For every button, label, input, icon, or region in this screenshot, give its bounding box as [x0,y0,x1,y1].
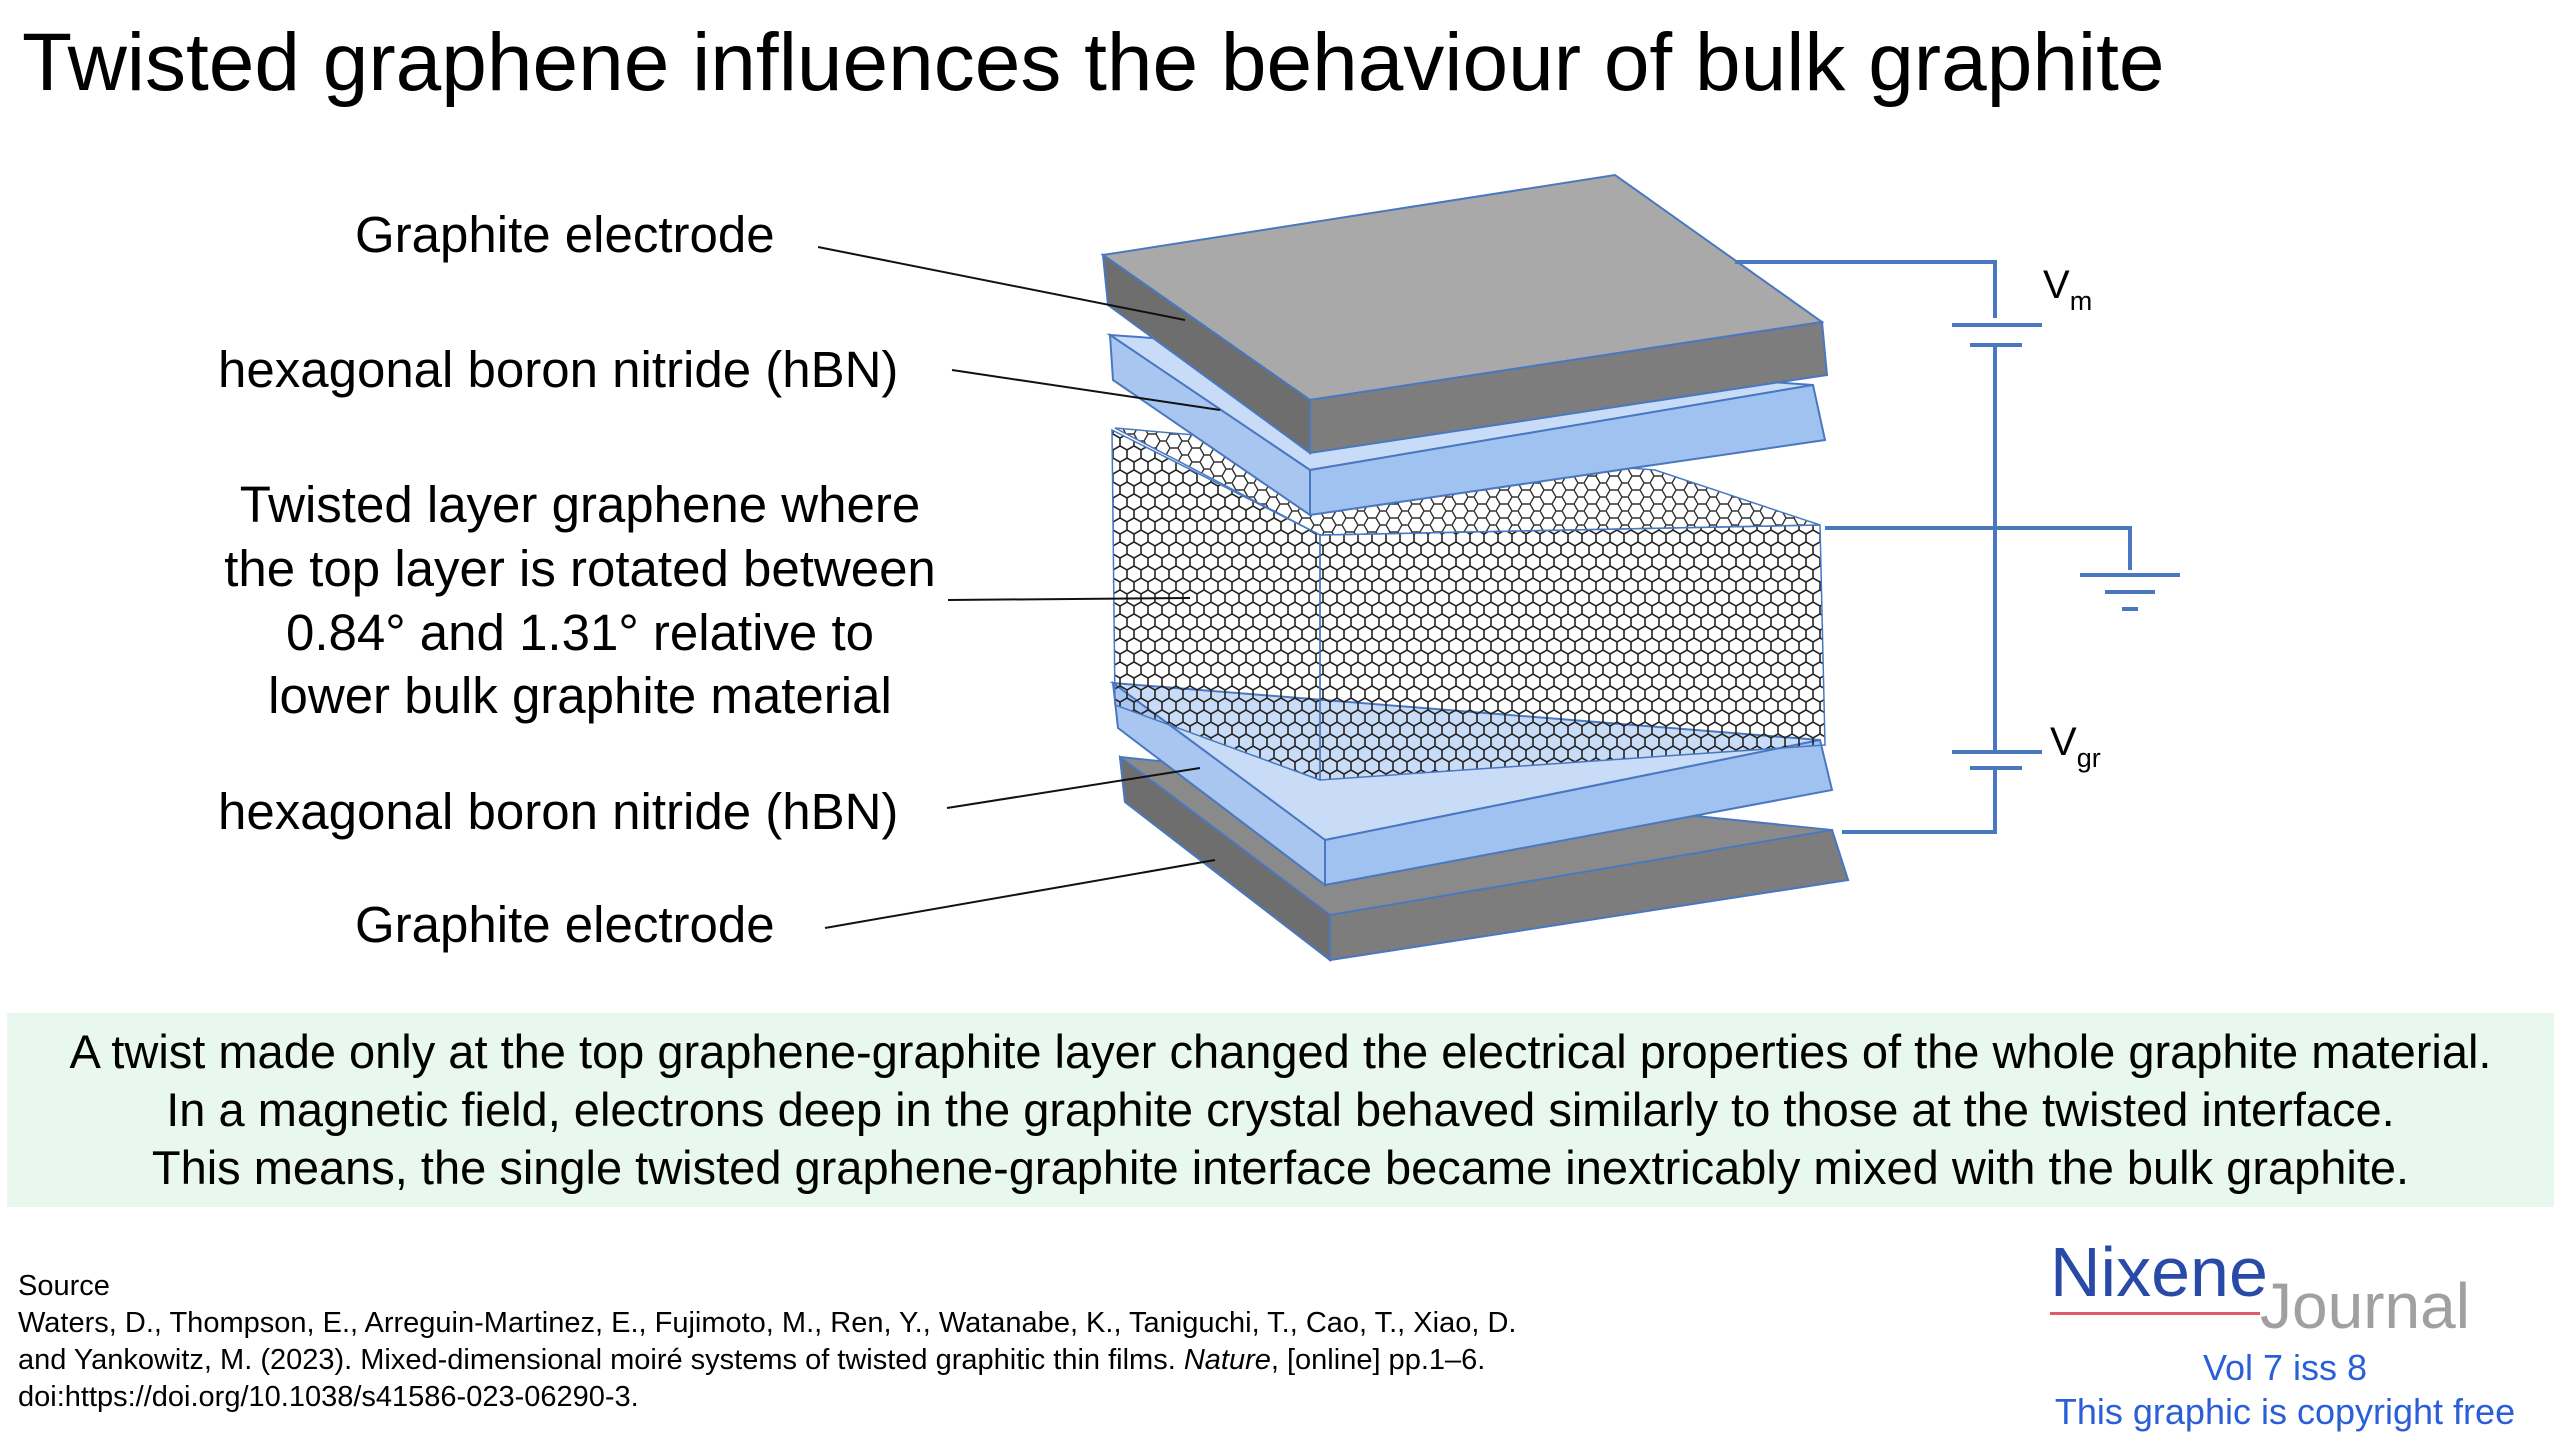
brand-name: Nixene [2050,1233,2268,1311]
source-line: and Yankowitz, M. (2023). Mixed-dimensio… [18,1342,1516,1379]
top-graphite-electrode [1100,173,1829,455]
layer-stack-diagram: Vm Vgr [817,173,2180,963]
vgr-main: V [2050,720,2077,764]
source-line: Waters, D., Thompson, E., Arreguin-Marti… [18,1307,1517,1339]
nixene-journal-logo: Nixene Journal Vol 7 iss 8 This graphic … [2040,1232,2540,1432]
label-bottom-graphite-electrode: Graphite electrode [355,896,775,953]
label-top-graphite-electrode: Graphite electrode [355,206,775,263]
vm-label: Vm [2043,263,2092,316]
vm-sub: m [2070,286,2093,316]
label-twisted-line: the top layer is rotated between [224,539,936,597]
source-doi: doi:https://doi.org/10.1038/s41586-023-0… [18,1381,639,1413]
label-top-hbn: hexagonal boron nitride (hBN) [218,341,899,398]
leader-lines [817,246,1221,929]
source-line-part: , [online] pp.1–6. [1270,1344,1486,1376]
brand-volume: Vol 7 iss 8 [2202,1347,2368,1388]
summary-box: A twist made only at the top graphene-gr… [7,1013,2554,1207]
brand-underline [2050,1312,2260,1315]
summary-line: This means, the single twisted graphene-… [151,1141,2410,1194]
brand-suffix: Journal [2260,1270,2470,1342]
label-twisted-line: 0.84° and 1.31° relative to [285,603,875,661]
summary-line: A twist made only at the top graphene-gr… [69,1025,2492,1078]
summary-line: In a magnetic field, electrons deep in t… [166,1083,2395,1136]
label-twisted-graphene: Twisted layer graphene where the top lay… [200,473,960,728]
label-twisted-line: lower bulk graphite material [268,667,892,725]
brand-copyright: This graphic is copyright free [2054,1391,2516,1432]
label-twisted-line: Twisted layer graphene where [239,476,921,533]
source-citation: Source Waters, D., Thompson, E., Arregui… [18,1268,1516,1416]
vgr-sub: gr [2077,743,2101,773]
vm-main: V [2043,263,2070,307]
vgr-label: Vgr [2050,720,2101,773]
source-journal: Nature [1183,1344,1271,1376]
source-heading: Source [18,1270,110,1302]
source-line-part: and Yankowitz, M. (2023). Mixed-dimensio… [18,1344,1184,1376]
circuit [1735,260,2180,834]
label-bottom-hbn: hexagonal boron nitride (hBN) [218,783,899,840]
page-title: Twisted graphene influences the behaviou… [22,17,2165,108]
